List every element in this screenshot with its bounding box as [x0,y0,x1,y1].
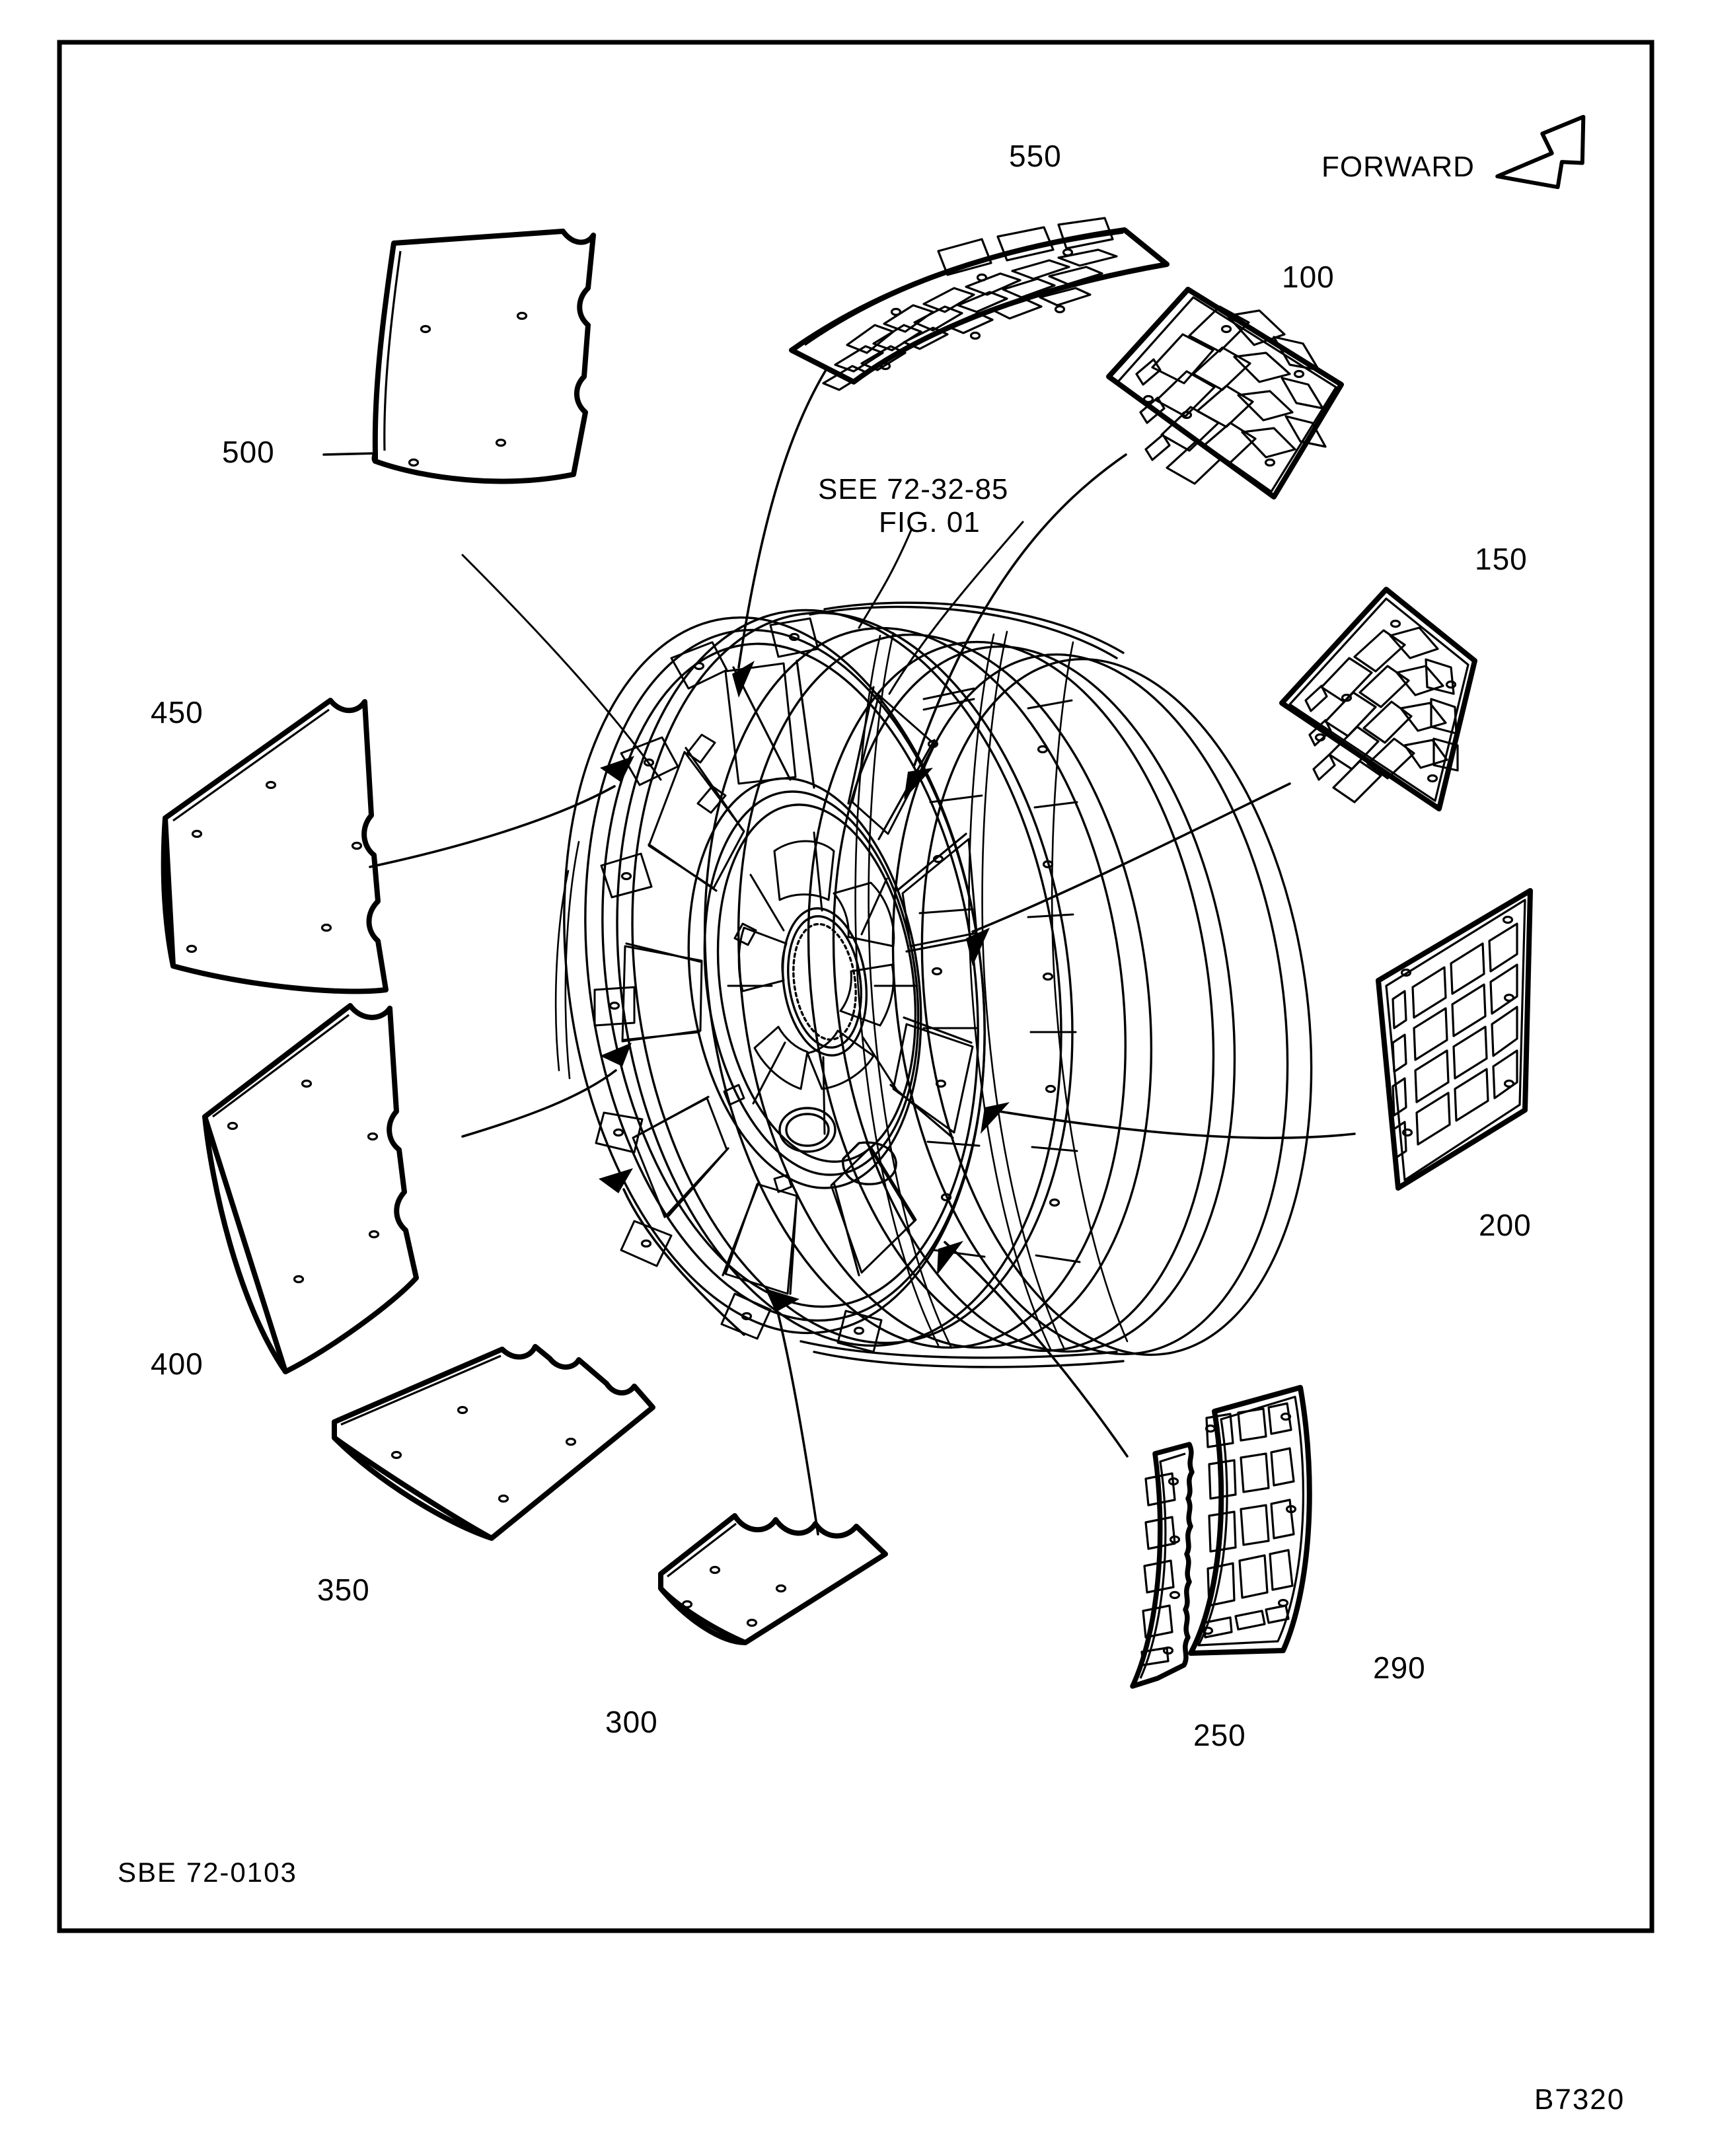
callout-290: 290 [1373,1651,1426,1685]
part-400-shape [202,1003,419,1374]
reference-note-line2: FIG. 01 [879,506,981,539]
drawing-frame [57,40,1654,1933]
part-500-shape [371,229,596,484]
part-250-shape [1130,1442,1195,1689]
callout-200: 200 [1479,1208,1532,1242]
fan-case-assembly [554,601,1313,1368]
part-350-shape [332,1344,655,1541]
part-200-shape [1376,888,1533,1191]
part-300-shape [658,1513,888,1645]
part-100-shape [1106,287,1344,500]
callout-100: 100 [1282,260,1335,294]
callout-550: 550 [1009,139,1062,173]
callout-400: 400 [151,1347,204,1381]
reference-note-line1: SEE 72-32-85 [818,473,1009,505]
callout-250: 250 [1193,1718,1246,1752]
part-290-shape [1188,1385,1312,1656]
callout-500: 500 [222,435,275,469]
page-code: B7320 [1534,2083,1625,2116]
forward-label: FORWARD [1321,151,1475,183]
part-550-shape [789,217,1170,391]
callout-450: 450 [151,695,204,729]
callout-150: 150 [1475,542,1528,576]
forward-arrow-icon [1495,114,1586,190]
drawing-code: SBE 72-0103 [118,1857,297,1888]
part-450-shape [161,698,389,994]
callout-300: 300 [605,1705,658,1739]
callout-350: 350 [317,1573,370,1607]
leader-lines [322,369,1356,1536]
part-150-shape [1279,587,1477,811]
